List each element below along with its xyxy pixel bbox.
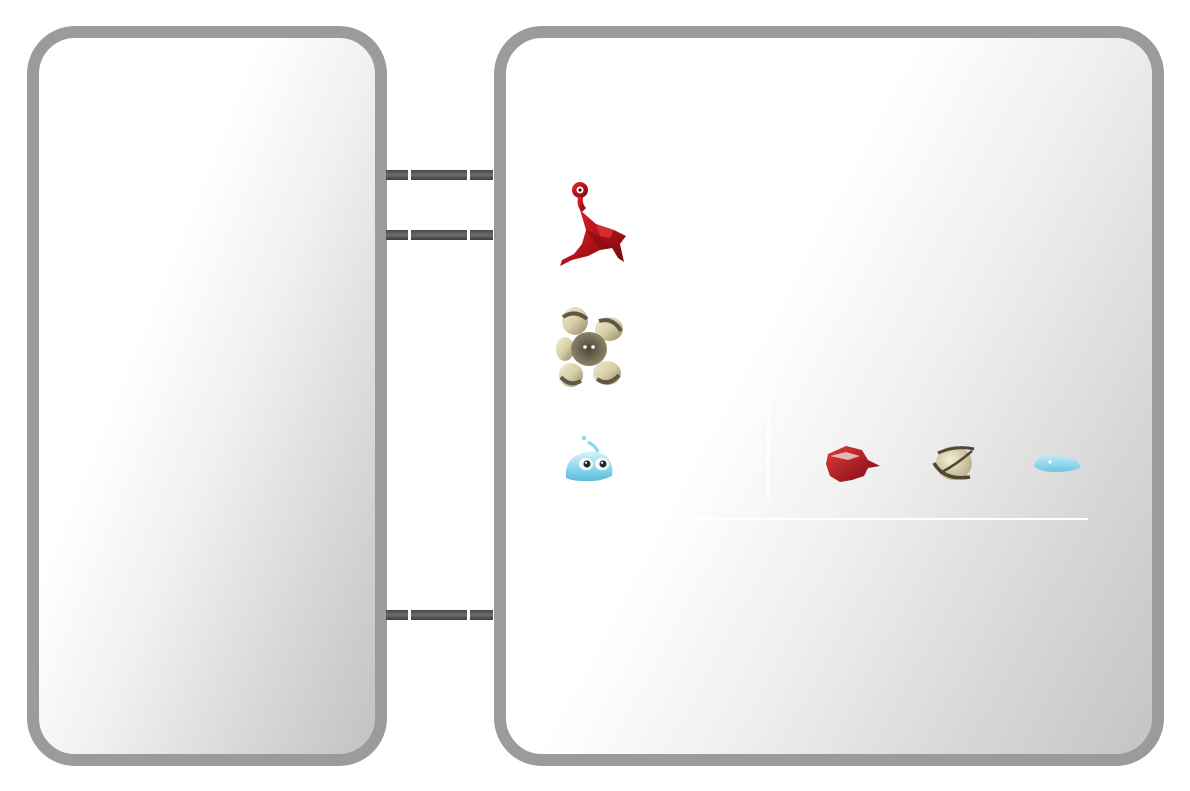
vertical-divider [767,300,769,500]
connector-segment [386,170,408,180]
red-mini-creature-icon[interactable] [824,442,882,484]
blue-mini-creature-icon[interactable] [1030,450,1082,476]
blue-blob-creature-icon[interactable] [562,434,618,484]
connector-segment [470,170,493,180]
connector-top [386,170,496,180]
connector-segment [411,610,467,620]
connector-segment [411,170,467,180]
connector-segment [386,610,408,620]
ring-mini-creature-icon[interactable] [930,443,978,483]
connector-segment [386,230,408,240]
connector-middle [386,230,496,240]
connector-segment [470,230,493,240]
right-panel [494,26,1164,766]
horizontal-divider [640,518,1088,520]
left-panel [27,26,387,766]
connector-bottom [386,610,496,620]
striped-star-creature-icon[interactable] [555,305,627,389]
connector-segment [470,610,493,620]
red-creature-icon[interactable] [552,178,632,270]
connector-segment [411,230,467,240]
